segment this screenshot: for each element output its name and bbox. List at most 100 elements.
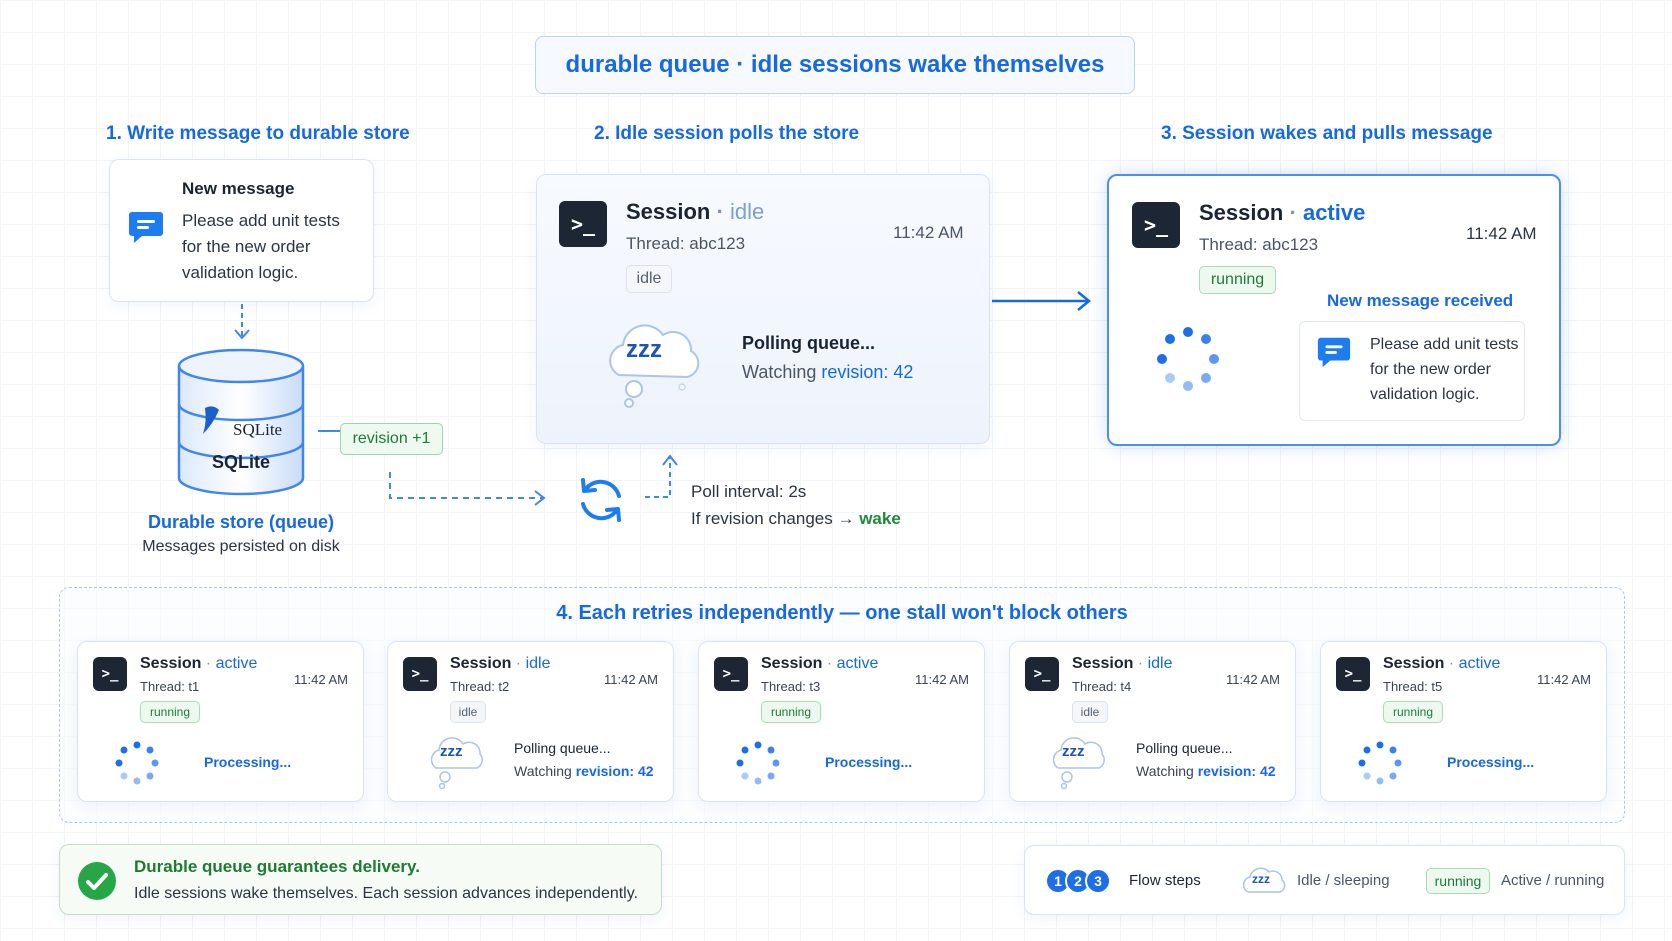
- terminal-icon: >_: [1336, 657, 1370, 691]
- watching-value: revision: 42: [575, 763, 654, 779]
- zzz-text: zzz: [440, 743, 463, 760]
- terminal-icon: >_: [1132, 202, 1180, 248]
- status-badge-text: running: [149, 705, 191, 719]
- session-time: 11:42 AM: [915, 672, 969, 687]
- active-session-card: >_ Session · active Thread: abc123 11:42…: [1107, 174, 1561, 446]
- message-line-2: for the new order: [182, 237, 311, 256]
- thread-id: Thread: t4: [1072, 679, 1132, 694]
- watching-value: revision: 42: [821, 362, 914, 382]
- session-header: Session · active: [1199, 200, 1365, 226]
- received-line-1: Please add unit tests: [1370, 336, 1519, 353]
- status-badge-text: running: [1392, 705, 1434, 719]
- message-line-1: Please add unit tests: [182, 211, 340, 230]
- watching-prefix: Watching: [1136, 763, 1198, 779]
- revision-connector: [318, 430, 342, 432]
- revision-badge-text: revision +1: [352, 430, 431, 447]
- session-time: 11:42 AM: [1537, 672, 1591, 687]
- guarantee-subtitle: Idle sessions wake themselves. Each sess…: [134, 885, 638, 902]
- terminal-icon: >_: [714, 657, 748, 691]
- sleep-cloud-icon: zzz: [1046, 730, 1110, 790]
- processing-text: Processing...: [1447, 754, 1535, 770]
- spinner-icon: [1358, 741, 1402, 785]
- received-line-2: for the new order: [1370, 361, 1491, 378]
- session-status: idle: [525, 655, 551, 672]
- sleep-cloud-icon: zzz: [597, 311, 707, 411]
- legend-running-text: running: [1434, 873, 1482, 889]
- legend-flow-steps: Flow steps: [1129, 872, 1201, 889]
- legend-steps: 1 2 3: [1045, 868, 1125, 894]
- status-badge-text: idle: [458, 705, 478, 719]
- check-circle-icon: [77, 861, 117, 901]
- session-label: Session: [1072, 655, 1134, 672]
- received-line-3: validation logic.: [1370, 386, 1480, 403]
- legend-running-badge: running: [1426, 868, 1490, 894]
- spinner-icon: [736, 741, 780, 785]
- watching-prefix: Watching: [514, 763, 576, 779]
- terminal-icon: >_: [403, 657, 437, 691]
- status-badge: idle: [626, 265, 672, 293]
- write-arrow: [234, 304, 250, 340]
- legend-active-running: Active / running: [1501, 872, 1605, 889]
- poll-flow-arrow: [389, 472, 546, 506]
- thread-id: Thread: abc123: [626, 234, 746, 253]
- watching-value: revision: 42: [1197, 763, 1276, 779]
- terminal-icon: >_: [559, 201, 607, 247]
- poll-interval: Poll interval: 2s: [691, 482, 807, 501]
- sleep-cloud-icon: zzz: [424, 730, 488, 790]
- guarantee-title: Durable queue guarantees delivery.: [134, 857, 420, 876]
- watching-text: Watching revision: 42: [742, 362, 913, 383]
- revision-change-text: If revision changes → wake: [691, 509, 901, 529]
- session-header: Session · idle: [450, 655, 550, 673]
- status-separator: ·: [511, 655, 526, 672]
- db-label: SQLite: [211, 452, 270, 472]
- step2-title: 2. Idle session polls the store: [594, 123, 860, 144]
- status-badge-text: running: [1210, 271, 1265, 288]
- session-label: Session: [761, 655, 823, 672]
- message-bubble-icon: [127, 208, 165, 246]
- guarantee-card: Durable queue guarantees delivery. Idle …: [59, 844, 662, 915]
- revision-badge: revision +1: [340, 423, 443, 455]
- status-badge-text: idle: [1080, 705, 1100, 719]
- status-separator: ·: [822, 655, 837, 672]
- session-header: Session · active: [140, 655, 257, 673]
- step4-title: 4. Each retries independently — one stal…: [556, 602, 1128, 624]
- idle-session-card: >_ Session · idle Thread: abc123 11:42 A…: [536, 174, 990, 444]
- db-logo-text: SQLite: [233, 420, 283, 439]
- thread-id: Thread: t3: [761, 679, 821, 694]
- session-status: idle: [1147, 655, 1173, 672]
- wake-text: wake: [859, 509, 901, 528]
- thread-id: Thread: t1: [140, 679, 200, 694]
- terminal-icon: >_: [93, 657, 127, 691]
- database-icon: SQLite SQLite: [175, 346, 307, 498]
- session-status: active: [836, 655, 879, 672]
- watching-prefix: Watching: [742, 362, 822, 382]
- sync-icon: [575, 474, 627, 526]
- spinner-icon: [1155, 326, 1221, 392]
- legend-step-3: 3: [1085, 868, 1111, 894]
- watching-text: Watching revision: 42: [514, 763, 654, 779]
- legend-zzz: zzz: [1252, 872, 1270, 886]
- status-badge: running: [1199, 266, 1276, 294]
- session-label: Session: [626, 199, 711, 224]
- watching-text: Watching revision: 42: [1136, 763, 1276, 779]
- status-badge: running: [140, 701, 200, 723]
- session-label: Session: [140, 655, 202, 672]
- header-banner: durable queue · idle sessions wake thems…: [535, 36, 1135, 94]
- session-label: Session: [1199, 200, 1284, 225]
- step3-title: 3. Session wakes and pulls message: [1161, 123, 1493, 144]
- session-time: 11:42 AM: [893, 223, 964, 242]
- processing-text: Processing...: [204, 754, 292, 770]
- message-heading: New message: [182, 179, 295, 198]
- session-header: Session · active: [1383, 655, 1500, 673]
- session-status: active: [1458, 655, 1501, 672]
- status-separator: ·: [1444, 655, 1459, 672]
- polling-text: Polling queue...: [742, 333, 876, 353]
- session-header: Session · active: [761, 655, 878, 673]
- status-separator: ·: [201, 655, 216, 672]
- status-badge-text: idle: [636, 270, 662, 287]
- session-time: 11:42 AM: [1226, 672, 1280, 687]
